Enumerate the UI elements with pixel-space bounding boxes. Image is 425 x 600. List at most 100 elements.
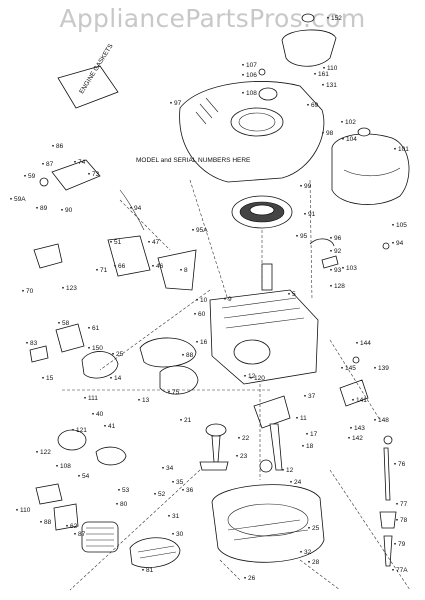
callout-leader-dot: [148, 240, 150, 243]
callout-label: 61: [92, 325, 100, 332]
callout-leader-dot: [182, 353, 184, 356]
callout-leader-dot: [88, 172, 90, 175]
callout-leader-dot: [84, 396, 86, 399]
callout-label: 110: [20, 507, 31, 514]
callout-label: 144: [360, 340, 371, 347]
callout-label: 103: [346, 265, 357, 272]
callout-label: 106: [246, 72, 257, 79]
callout-leader-dot: [61, 208, 63, 211]
callout-leader-dot: [92, 412, 94, 415]
sump-cover: [211, 484, 325, 563]
callout-label: 88: [186, 352, 194, 359]
callout-leader-dot: [104, 424, 106, 427]
blower-housing: MODEL and SERIAL NUMBERS HERE: [136, 81, 325, 183]
callout-label: 13: [142, 397, 150, 404]
callout-label: 12: [248, 373, 256, 380]
callout-leader-dot: [242, 91, 244, 94]
callout-leader-dot: [296, 234, 298, 237]
callout-leader-dot: [306, 432, 308, 435]
callout-leader-dot: [66, 524, 68, 527]
callout-label: 25: [312, 525, 320, 532]
callout-leader-dot: [392, 241, 394, 244]
callout-label: 5: [292, 291, 296, 298]
callout-leader-dot: [288, 292, 290, 295]
callout-label: 97: [174, 100, 182, 107]
callout-leader-dot: [350, 426, 352, 429]
callout-label: 26: [248, 575, 256, 582]
callout-label: 96: [334, 235, 342, 242]
model-serial-note: MODEL and SERIAL NUMBERS HERE: [136, 157, 251, 164]
callout-label: 23: [240, 453, 248, 460]
callout-leader-dot: [74, 160, 76, 163]
callout-leader-dot: [244, 374, 246, 377]
callout-label: 60: [198, 311, 206, 318]
callout-label: 99: [304, 183, 312, 190]
callout-leader-dot: [74, 532, 76, 535]
callout-leader-dot: [304, 212, 306, 215]
callout-label: 128: [334, 283, 345, 290]
callout-leader-dot: [348, 436, 350, 439]
callout-label: 41: [108, 423, 116, 430]
callout-leader-dot: [112, 352, 114, 355]
callout-label: 110: [327, 65, 338, 72]
callout-label: 46: [156, 263, 164, 270]
callout-leader-dot: [307, 103, 309, 106]
callout-label: 32: [304, 549, 312, 556]
callout-label: 101: [398, 146, 409, 153]
callout-label: 12: [286, 467, 294, 474]
callout-label: 14: [114, 375, 122, 382]
callout-leader-dot: [62, 286, 64, 289]
callout-label: 8: [184, 267, 188, 274]
callout-label: 21: [184, 417, 192, 424]
callout-label: 143: [354, 425, 365, 432]
callout-leader-dot: [172, 532, 174, 535]
callout-leader-dot: [322, 83, 324, 86]
callout-leader-dot: [352, 398, 354, 401]
callout-label: 95: [300, 233, 308, 240]
callout-label: 161: [318, 71, 329, 78]
callout-label: 88: [44, 519, 52, 526]
callout-label: 9: [228, 296, 232, 303]
callout-label: 90: [65, 207, 73, 214]
callout-label: 107: [246, 62, 257, 69]
callout-label: 108: [246, 90, 257, 97]
callout-label: 53: [122, 487, 130, 494]
callout-label: 59: [28, 173, 36, 180]
callout-leader-dot: [394, 462, 396, 465]
callout-leader-dot: [180, 268, 182, 271]
callout-leader-dot: [10, 197, 12, 200]
callout-label: 94: [396, 240, 404, 247]
callout-label: 28: [312, 559, 320, 566]
callout-leader-dot: [72, 428, 74, 431]
callout-label: 34: [166, 465, 174, 472]
callout-leader-dot: [330, 249, 332, 252]
callout-leader-dot: [180, 418, 182, 421]
callout-label: 93: [334, 267, 342, 274]
callout-leader-dot: [116, 502, 118, 505]
fuel-cap-assembly: [258, 13, 337, 101]
callout-leader-dot: [58, 321, 60, 324]
callout-label: 58: [62, 320, 70, 327]
callout-label: 98: [326, 130, 334, 137]
callout-leader-dot: [224, 297, 226, 300]
callout-label: 37: [308, 393, 316, 400]
crankshaft: [253, 395, 291, 473]
callout-leader-dot: [22, 289, 24, 292]
flywheel: [231, 195, 293, 229]
callout-label: 87: [46, 161, 54, 168]
callout-label: 95A: [196, 227, 208, 234]
callout-leader-dot: [138, 398, 140, 401]
callout-label: 25: [116, 351, 124, 358]
callout-leader-dot: [242, 73, 244, 76]
callout-leader-dot: [392, 223, 394, 226]
callout-label: 77: [400, 501, 408, 508]
callout-leader-dot: [42, 162, 44, 165]
callout-leader-dot: [172, 480, 174, 483]
callout-leader-dot: [302, 444, 304, 447]
callout-leader-dot: [308, 560, 310, 563]
callout-label: 15: [46, 375, 54, 382]
callout-leader-dot: [342, 266, 344, 269]
callout-leader-dot: [308, 526, 310, 529]
callout-label: 62: [70, 523, 78, 530]
